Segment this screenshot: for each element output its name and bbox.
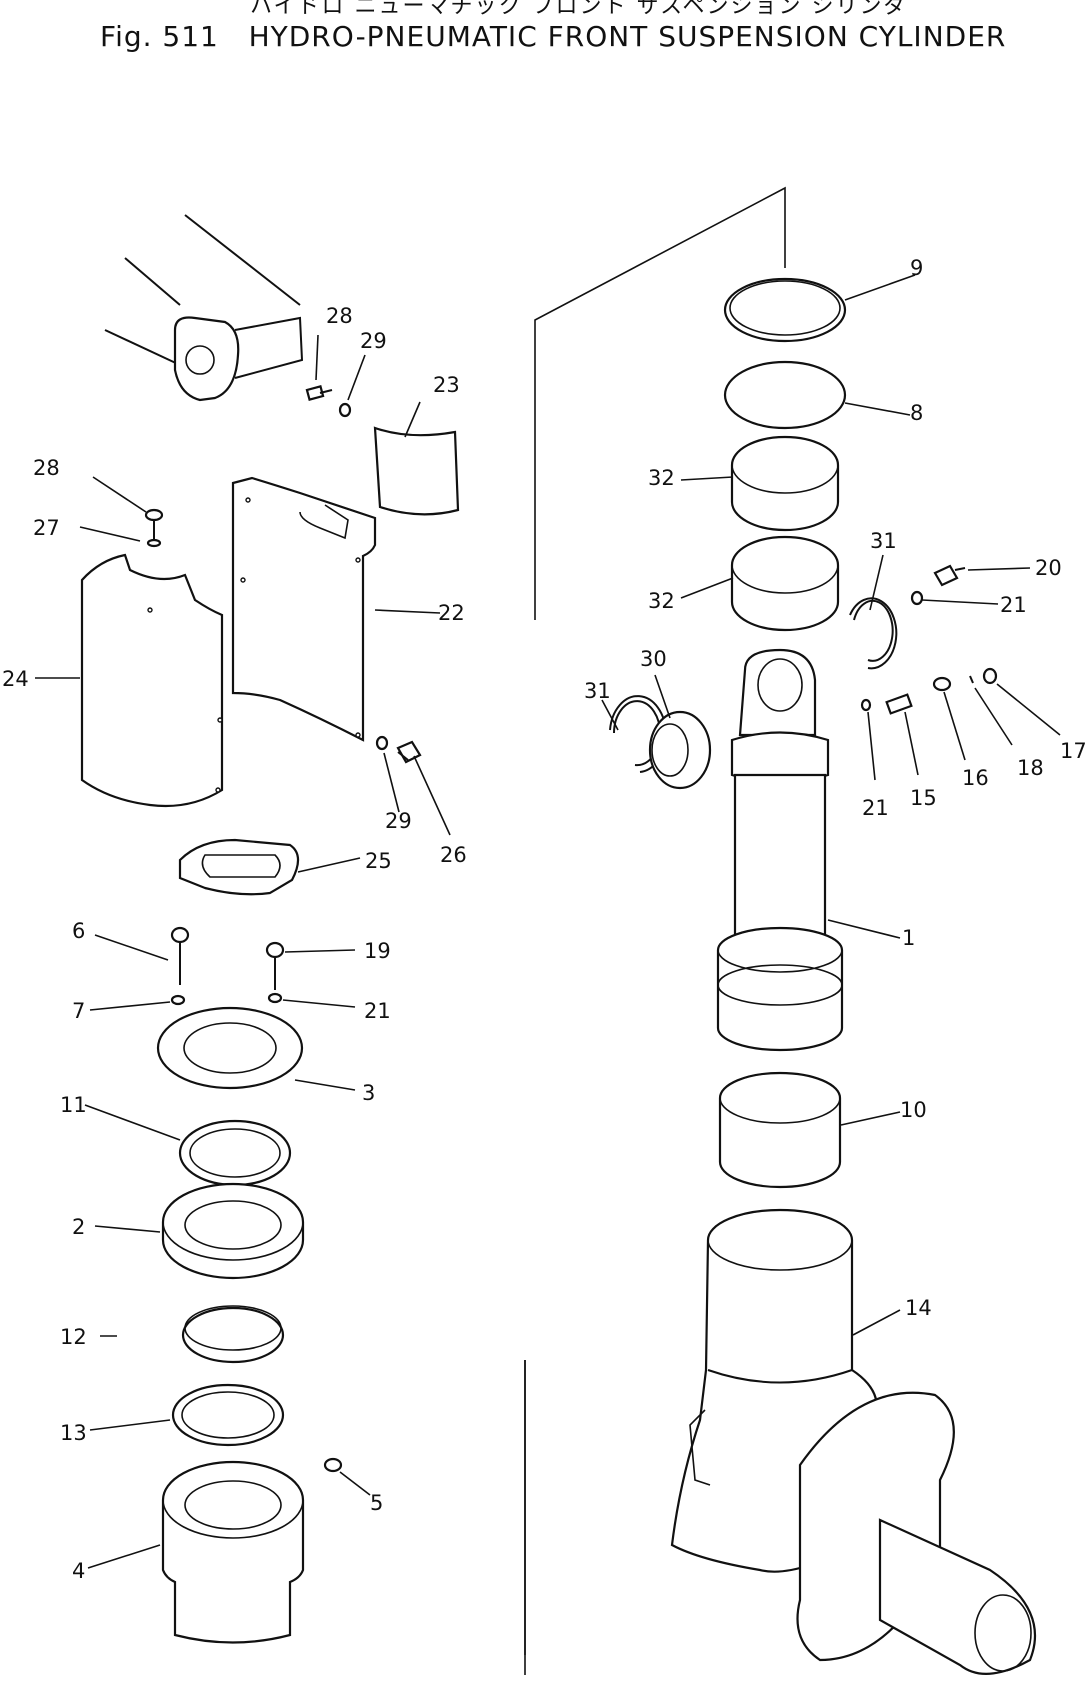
bushing-10 bbox=[718, 1071, 842, 1189]
callout-18: 18 bbox=[1017, 756, 1044, 780]
nut-16 bbox=[932, 676, 952, 692]
callout-13: 13 bbox=[60, 1421, 87, 1445]
ring-11 bbox=[178, 1119, 292, 1187]
ring-9 bbox=[723, 277, 847, 343]
leader-lines bbox=[35, 274, 1061, 1569]
callout-4: 4 bbox=[72, 1559, 85, 1583]
fitting-15 bbox=[885, 693, 913, 715]
ring-18 bbox=[969, 675, 974, 684]
callout-16: 16 bbox=[962, 766, 989, 790]
cover-24 bbox=[80, 553, 224, 808]
plug-5 bbox=[323, 1457, 343, 1473]
bolt-28-upper bbox=[305, 385, 333, 401]
callout-19: 19 bbox=[364, 939, 391, 963]
callout-22: 22 bbox=[438, 601, 465, 625]
callout-29-lower: 29 bbox=[385, 809, 412, 833]
callout-5: 5 bbox=[370, 1491, 383, 1515]
callout-21-upper: 21 bbox=[1000, 593, 1027, 617]
washer-7 bbox=[170, 994, 186, 1006]
washer-29-lower bbox=[375, 735, 389, 751]
callout-9: 9 bbox=[910, 256, 923, 280]
bolt-28-left bbox=[144, 508, 164, 540]
frame-lines bbox=[524, 186, 786, 1675]
callout-17: 17 bbox=[1060, 739, 1087, 763]
washer-21-middle bbox=[860, 698, 872, 712]
callout-21-lower: 21 bbox=[364, 999, 391, 1023]
bearing-30 bbox=[648, 710, 712, 790]
callout-7: 7 bbox=[72, 999, 85, 1023]
callout-10: 10 bbox=[900, 1098, 927, 1122]
figure-title: Fig. 511 HYDRO-PNEUMATIC FRONT SUSPENSIO… bbox=[100, 20, 1006, 53]
callout-31-left: 31 bbox=[584, 679, 611, 703]
callout-21-middle: 21 bbox=[862, 796, 889, 820]
callout-24: 24 bbox=[2, 667, 29, 691]
washer-29-upper bbox=[338, 402, 352, 418]
figure-title-japanese: ハイドロ ニューマチック フロント サスペンション シリンダ bbox=[250, 0, 908, 19]
callout-14: 14 bbox=[905, 1296, 932, 1320]
plug-20 bbox=[933, 564, 966, 587]
bushing-32-upper bbox=[730, 435, 840, 532]
callout-28-upper: 28 bbox=[326, 304, 353, 328]
callout-15: 15 bbox=[910, 786, 937, 810]
callout-30: 30 bbox=[640, 647, 667, 671]
bolt-19 bbox=[265, 941, 285, 990]
gasket-25 bbox=[178, 838, 300, 896]
ring-13 bbox=[171, 1383, 285, 1447]
figure-title-text: HYDRO-PNEUMATIC FRONT SUSPENSION CYLINDE… bbox=[248, 20, 1007, 53]
bolt-6 bbox=[170, 926, 190, 985]
cylinder-1 bbox=[716, 648, 844, 1052]
plate-23 bbox=[373, 426, 460, 516]
callout-32-upper: 32 bbox=[648, 466, 675, 490]
bushing-32-lower bbox=[730, 535, 840, 632]
cover-22 bbox=[231, 476, 377, 742]
callout-27: 27 bbox=[33, 516, 60, 540]
callout-3: 3 bbox=[362, 1081, 375, 1105]
callout-1: 1 bbox=[902, 926, 915, 950]
washer-21-lower bbox=[267, 992, 283, 1004]
figure-number: Fig. 511 bbox=[100, 20, 219, 53]
callout-12: 12 bbox=[60, 1325, 87, 1349]
callout-23: 23 bbox=[433, 373, 460, 397]
ring-8 bbox=[723, 360, 847, 430]
washer-21-upper bbox=[910, 590, 924, 606]
cap-17 bbox=[982, 667, 998, 685]
callout-25: 25 bbox=[365, 849, 392, 873]
callout-29-upper: 29 bbox=[360, 329, 387, 353]
housing-4 bbox=[161, 1460, 305, 1644]
callout-31-right: 31 bbox=[870, 529, 897, 553]
callout-28-left: 28 bbox=[33, 456, 60, 480]
washer-27 bbox=[146, 538, 162, 548]
frame-arm bbox=[104, 214, 304, 402]
callout-32-lower: 32 bbox=[648, 589, 675, 613]
callout-11: 11 bbox=[60, 1093, 87, 1117]
callout-8: 8 bbox=[910, 401, 923, 425]
snap-ring-31-right bbox=[849, 597, 898, 670]
callout-6: 6 bbox=[72, 919, 85, 943]
bolt-26 bbox=[396, 740, 422, 764]
callout-20: 20 bbox=[1035, 556, 1062, 580]
callout-2: 2 bbox=[72, 1215, 85, 1239]
flange-2 bbox=[161, 1182, 305, 1280]
ring-12 bbox=[181, 1305, 285, 1364]
callout-labels: 9 8 32 32 31 20 21 30 31 17 18 16 15 21 … bbox=[2, 256, 1087, 1583]
flange-3 bbox=[156, 1006, 304, 1090]
callout-26: 26 bbox=[440, 843, 467, 867]
knuckle-14 bbox=[670, 1208, 1037, 1675]
